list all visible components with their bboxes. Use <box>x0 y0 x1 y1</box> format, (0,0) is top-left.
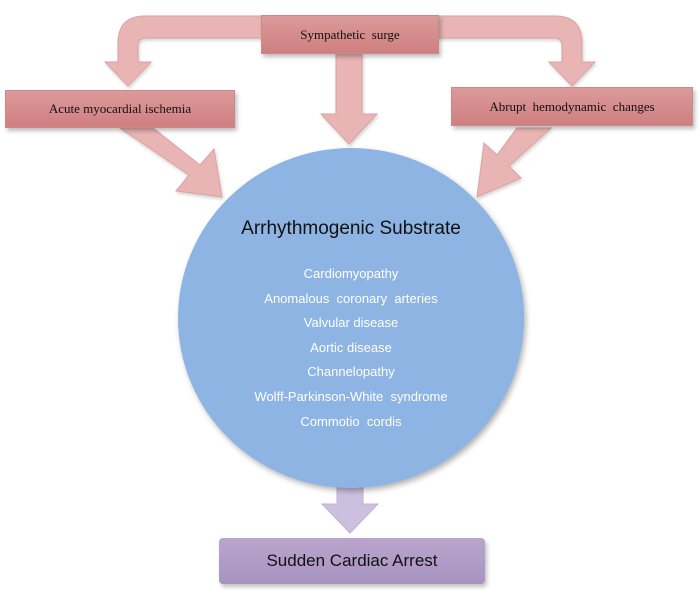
abrupt-hemodynamic-changes-box: Abrupt hemodynamic changes <box>451 87 693 126</box>
list-item: Aortic disease <box>310 339 392 355</box>
list-item: Cardiomyopathy <box>303 266 399 281</box>
sudden-cardiac-arrest-box: Sudden Cardiac Arrest <box>219 538 485 584</box>
sudden-cardiac-arrest-label: Sudden Cardiac Arrest <box>266 551 438 570</box>
list-item: Anomalous coronary arteries <box>264 290 438 306</box>
acute-myocardial-ischemia-box: Acute myocardial ischemia <box>5 90 235 128</box>
curved-arrow-to-left <box>103 15 263 87</box>
arrow-right-to-substrate <box>476 127 553 198</box>
list-item: Wolff-Parkinson-White syndrome <box>254 388 448 404</box>
arrhythmogenic-substrate-circle <box>178 148 524 488</box>
sympathetic-surge-label: Sympathetic surge <box>300 26 400 42</box>
list-item: Valvular disease <box>303 315 399 331</box>
list-item: Channelopathy <box>307 364 395 380</box>
substrate-title: Arrhythmogenic Substrate <box>241 218 461 239</box>
acute-myocardial-ischemia-label: Acute myocardial ischemia <box>48 101 192 116</box>
curved-arrow-to-right <box>437 15 597 87</box>
substrate-list: Cardiomyopathy Anomalous coronary arteri… <box>178 262 524 434</box>
arrow-top-to-substrate <box>319 53 379 145</box>
abrupt-hemodynamic-changes-label: Abrupt hemodynamic changes <box>489 98 655 114</box>
sympathetic-surge-box: Sympathetic surge <box>261 15 439 54</box>
arrow-left-to-substrate <box>118 127 223 198</box>
list-item: Commotio cordis <box>300 413 402 429</box>
